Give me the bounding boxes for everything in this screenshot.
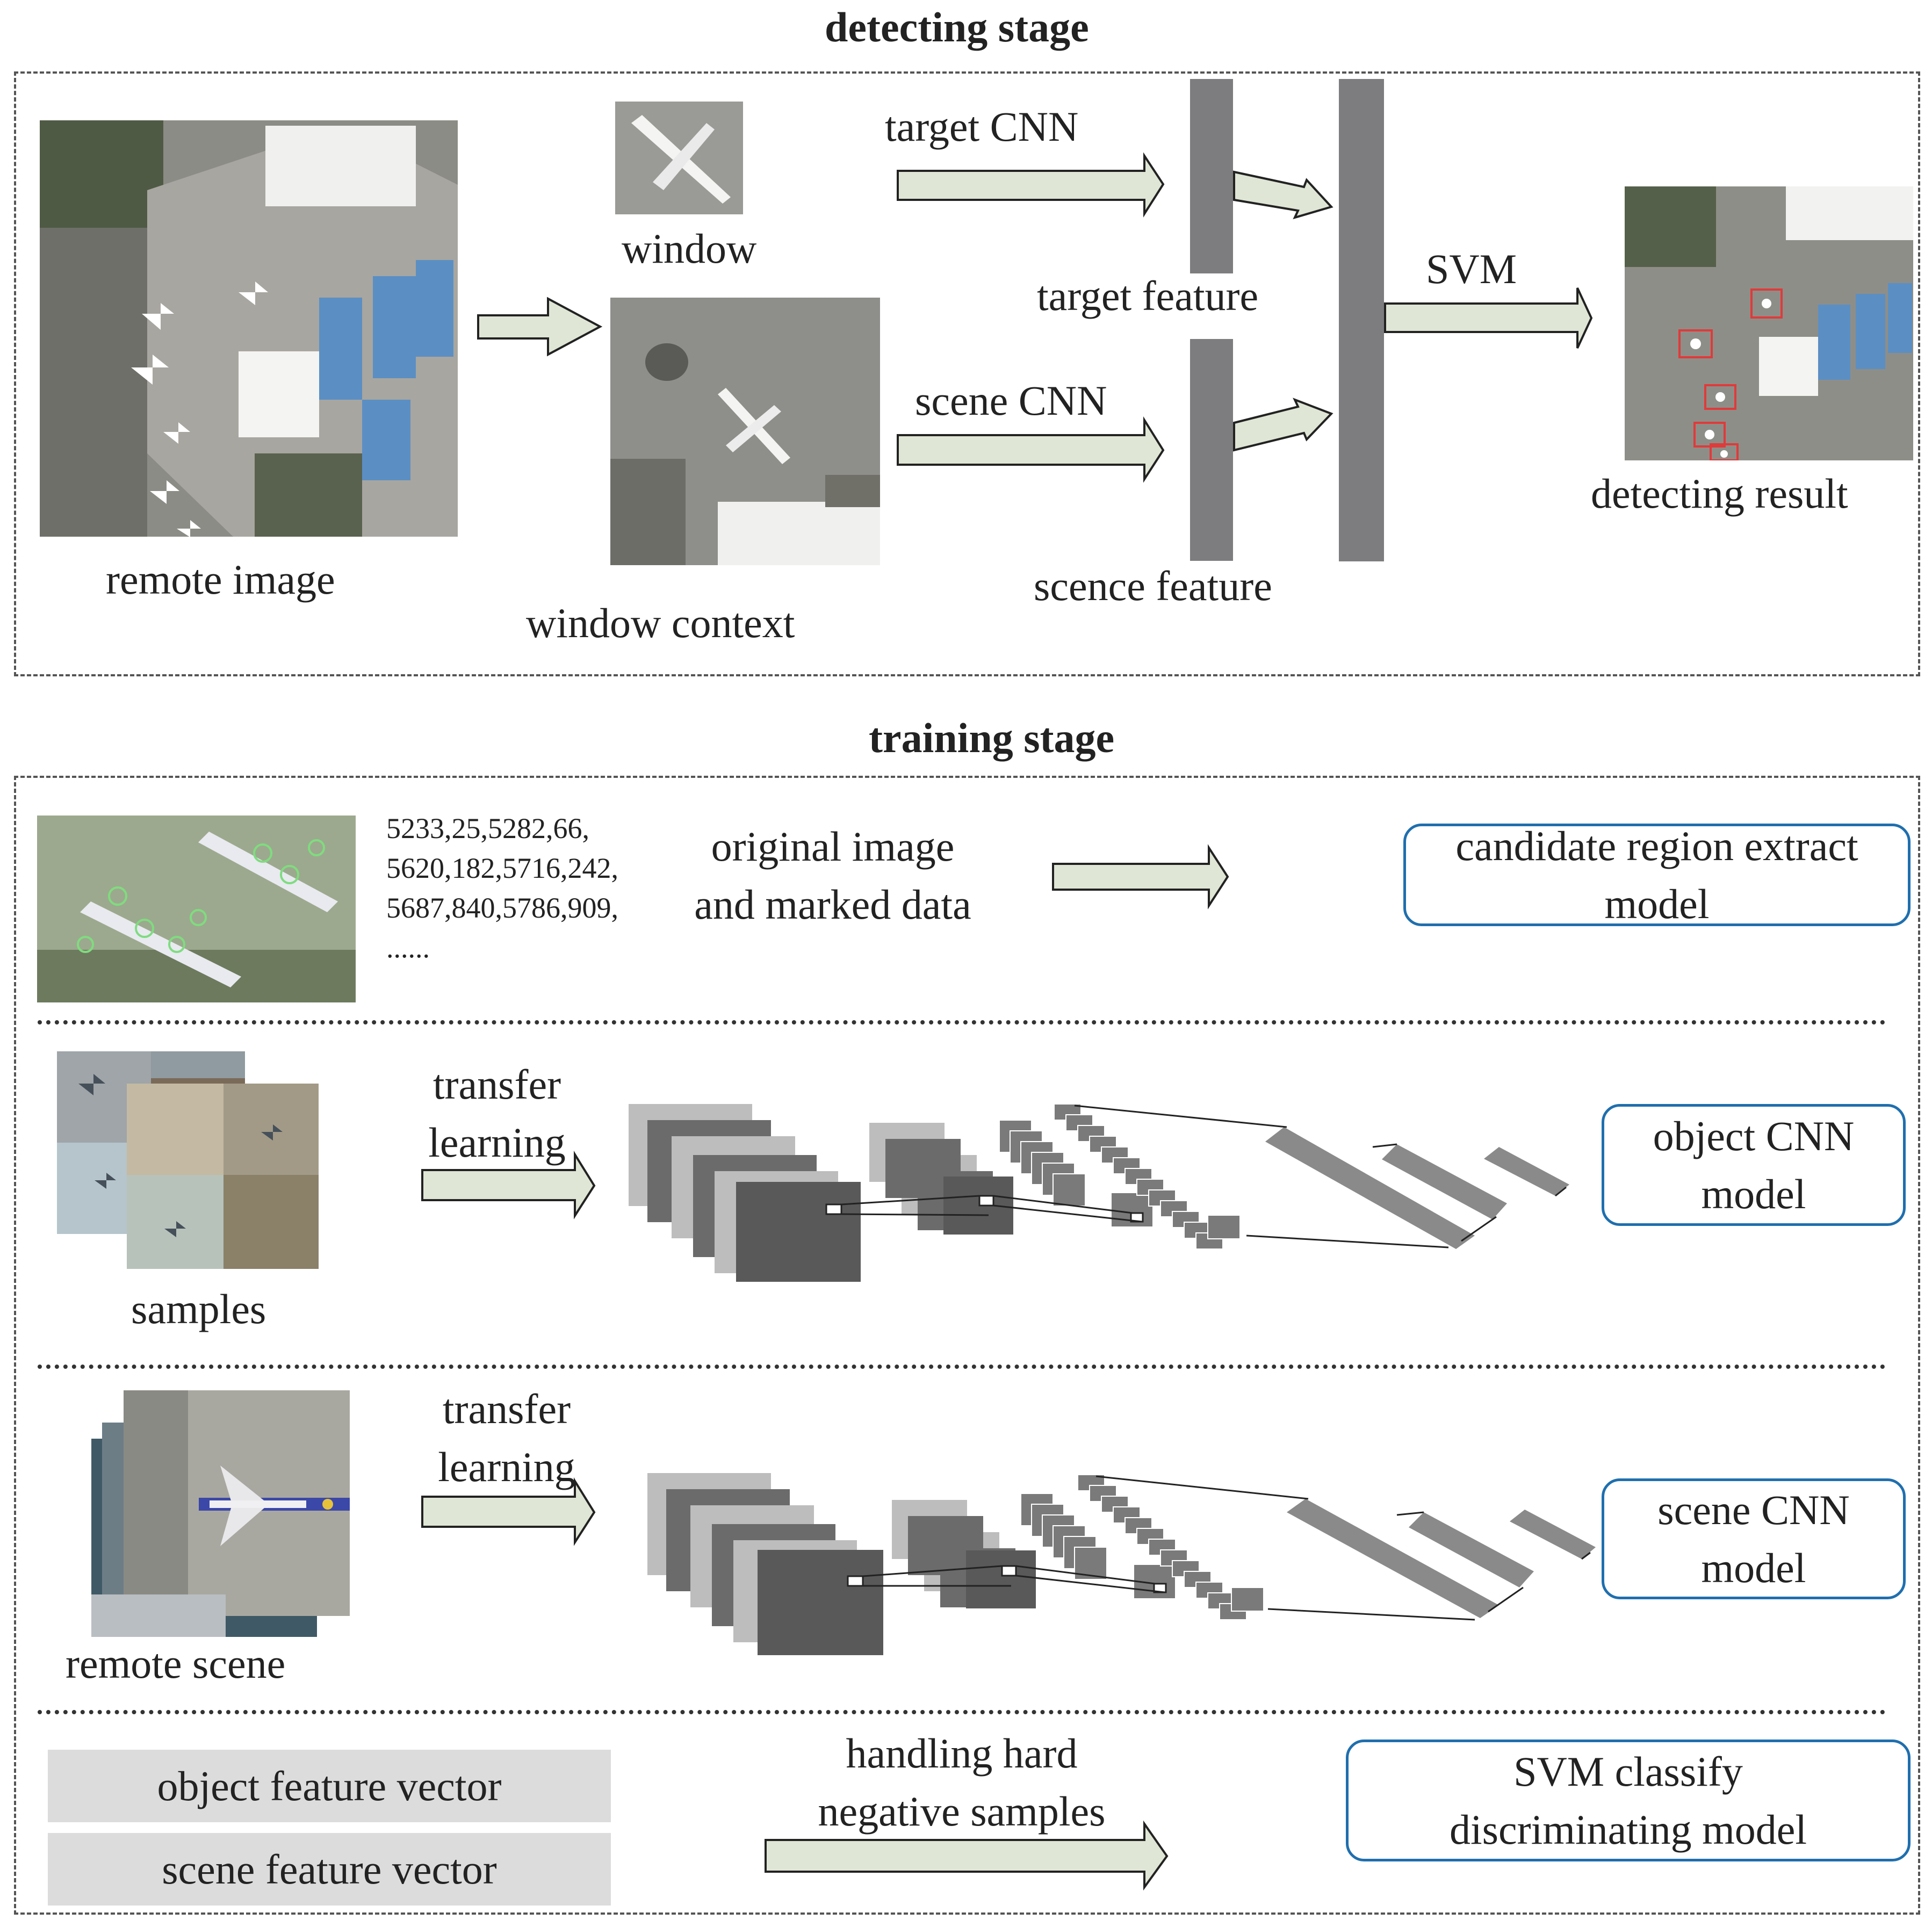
scene-model-line-2: model (1701, 1544, 1806, 1591)
coord-line-3: 5687,840,5786,909, (386, 892, 618, 924)
arrow-scene-cnn (897, 416, 1165, 483)
remote-image (40, 120, 458, 537)
svm-model-box: SVM classify discriminating model (1346, 1740, 1911, 1861)
original-image (37, 815, 356, 1002)
marked-data-coords: 5233,25,5282,66, 5620,182,5716,242, 5687… (386, 809, 618, 968)
target-cnn-label: target CNN (885, 103, 1079, 150)
arrow-transfer-2 (421, 1477, 596, 1546)
original-line-2: and marked data (694, 881, 971, 928)
candidate-model-line-2: model (1604, 880, 1710, 927)
target-feature-label: target feature (1037, 272, 1259, 319)
arrow-transfer-1 (421, 1150, 596, 1219)
hard-negative-label: handling hard negative samples (774, 1724, 1150, 1841)
scene-cnn-label: scene CNN (915, 377, 1107, 424)
scene-cnn-model-box: scene CNN model (1602, 1478, 1906, 1599)
svm-model-line-2: discriminating model (1449, 1806, 1807, 1853)
object-model-line-1: object CNN (1653, 1112, 1855, 1159)
combined-feature-bar (1339, 79, 1384, 561)
svm-label: SVM (1426, 246, 1517, 292)
detecting-stage-panel (14, 71, 1920, 676)
remote-scene-image (91, 1390, 350, 1637)
scene-feature-bar (1190, 339, 1233, 561)
scene-feature-vector: scene feature vector (48, 1833, 611, 1906)
detecting-result-image (1625, 186, 1913, 460)
samples-image (57, 1051, 319, 1269)
coord-line-4: ...... (386, 932, 430, 964)
candidate-model-line-1: candidate region extract (1455, 822, 1858, 869)
samples-label: samples (131, 1286, 266, 1332)
arrow-hard-negative (765, 1820, 1169, 1891)
arrow-svm (1384, 287, 1593, 349)
scene-model-line-1: scene CNN (1657, 1486, 1850, 1533)
hard-negative-line-2: negative samples (818, 1788, 1106, 1835)
object-model-line-2: model (1701, 1170, 1806, 1217)
arrow-remote-to-window (477, 297, 603, 357)
detecting-result-label: detecting result (1591, 470, 1848, 517)
coord-line-2: 5620,182,5716,242, (386, 852, 618, 884)
scene-cnn-drawing (647, 1473, 1596, 1655)
scene-feature-label: scence feature (1034, 562, 1272, 609)
row-separator-2 (38, 1365, 1886, 1369)
transfer1-line-1: transfer (432, 1061, 561, 1108)
training-stage-title: training stage (869, 714, 1115, 761)
coord-line-1: 5233,25,5282,66, (386, 812, 589, 845)
window-image (615, 102, 743, 214)
object-cnn-model-box: object CNN model (1602, 1104, 1906, 1226)
object-feature-vector: object feature vector (48, 1750, 611, 1822)
original-line-1: original image (711, 823, 955, 870)
hard-negative-line-1: handling hard (846, 1730, 1078, 1777)
transfer2-line-2: learning (438, 1444, 575, 1490)
candidate-region-model-box: candidate region extract model (1403, 822, 1911, 927)
row-separator-1 (38, 1020, 1886, 1024)
transfer-learning-label-1: transfer learning (414, 1056, 580, 1172)
object-cnn-drawing (629, 1103, 1569, 1282)
arrow-target-cnn (897, 152, 1165, 218)
arrow-original-to-model (1052, 844, 1229, 910)
arrow-target-feature-merge (1233, 170, 1333, 220)
window-context-image (610, 298, 880, 565)
training-stage-panel (14, 776, 1920, 1915)
original-image-label: original image and marked data (666, 818, 999, 934)
target-feature-bar (1190, 79, 1233, 273)
window-context-label: window context (526, 600, 795, 646)
arrow-scene-feature-merge (1233, 398, 1333, 452)
transfer2-line-1: transfer (442, 1385, 571, 1432)
remote-image-label: remote image (106, 556, 335, 603)
detecting-stage-title: detecting stage (825, 4, 1089, 50)
window-label: window (622, 225, 757, 272)
remote-scene-label: remote scene (66, 1640, 286, 1687)
transfer-learning-label-2: transfer learning (423, 1380, 590, 1496)
svm-model-line-1: SVM classify (1513, 1748, 1743, 1795)
row-separator-3 (38, 1710, 1886, 1714)
transfer1-line-2: learning (428, 1119, 566, 1166)
